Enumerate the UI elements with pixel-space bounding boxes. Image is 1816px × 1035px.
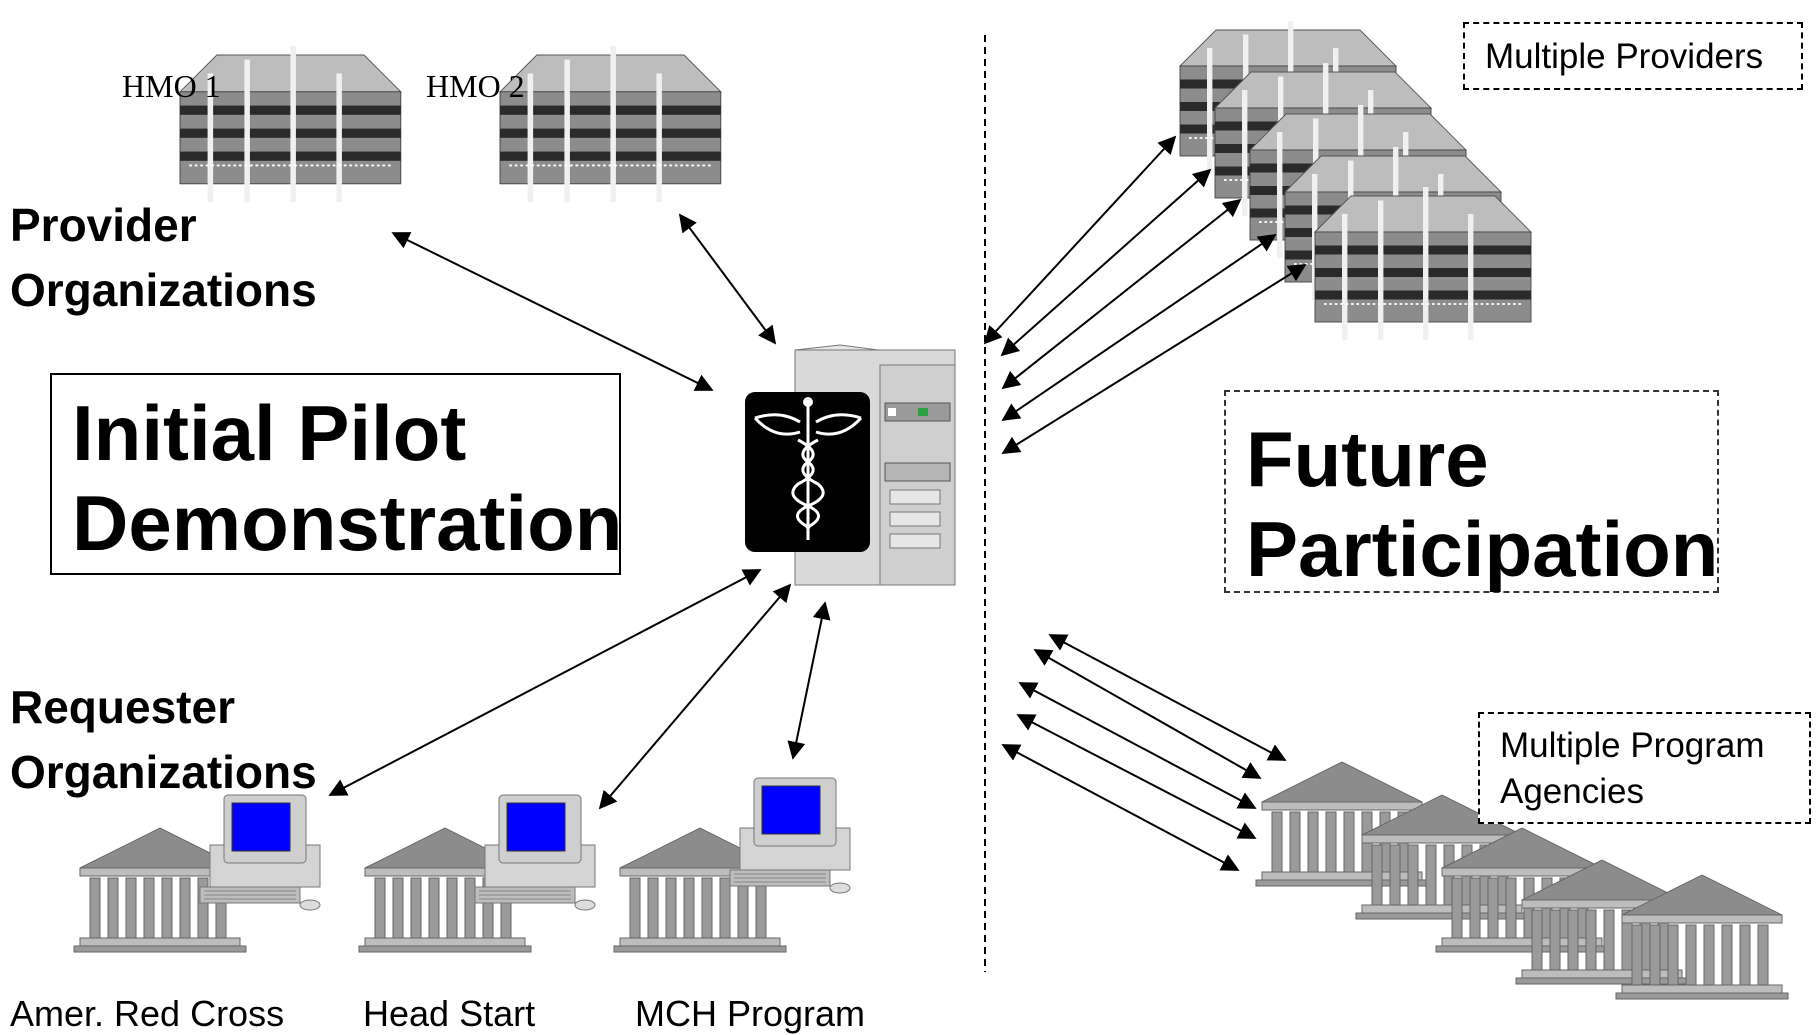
provider-organizations-label: Provider Organizations — [10, 193, 317, 323]
multiple-agencies-line1: Multiple Program — [1500, 726, 1765, 765]
multiple-providers-label: Multiple Providers — [1485, 37, 1764, 76]
multiple-agencies-line2: Agencies — [1500, 772, 1644, 811]
provider-organizations-line2: Organizations — [10, 264, 317, 316]
multiple-agencies-box: Multiple Program Agencies — [1478, 712, 1811, 824]
initial-pilot-line1: Initial Pilot — [72, 389, 467, 477]
future-provider-arrows — [983, 135, 1307, 454]
hmo2-label: HMO 2 — [426, 68, 525, 104]
requester-organizations-line2: Organizations — [10, 746, 317, 798]
future-participation-line1: Future — [1246, 415, 1489, 503]
future-participation-label: Future Participation — [1246, 414, 1718, 594]
requester-label-red-cross: Amer. Red Cross — [10, 993, 285, 1034]
requester-red-cross-icon — [73, 794, 321, 953]
multiple-agencies-label: Multiple Program Agencies — [1500, 723, 1765, 815]
hmo2-building-icon — [499, 44, 722, 204]
requester-label-mch-program: MCH Program — [635, 993, 866, 1034]
requester-organizations-label: Requester Organizations — [10, 675, 317, 805]
future-agency-arrows — [1001, 634, 1287, 871]
requester-label-head-start: Head Start — [363, 993, 536, 1034]
requester-head-start-icon — [358, 794, 596, 953]
initial-pilot-box: Initial Pilot Demonstration — [50, 373, 622, 575]
medical-server-icon — [745, 344, 956, 586]
multiple-providers-box: Multiple Providers — [1463, 22, 1803, 90]
hmo1-label: HMO 1 — [122, 68, 221, 104]
future-participation-box: Future Participation — [1224, 390, 1719, 593]
initial-pilot-line2: Demonstration — [72, 479, 623, 567]
requester-mch-program-icon — [613, 777, 851, 953]
pilot-arrows — [328, 213, 831, 810]
initial-pilot-label: Initial Pilot Demonstration — [72, 388, 622, 568]
future-participation-line2: Participation — [1246, 505, 1719, 593]
provider-organizations-line1: Provider — [10, 199, 197, 251]
requester-organizations-line1: Requester — [10, 681, 235, 733]
